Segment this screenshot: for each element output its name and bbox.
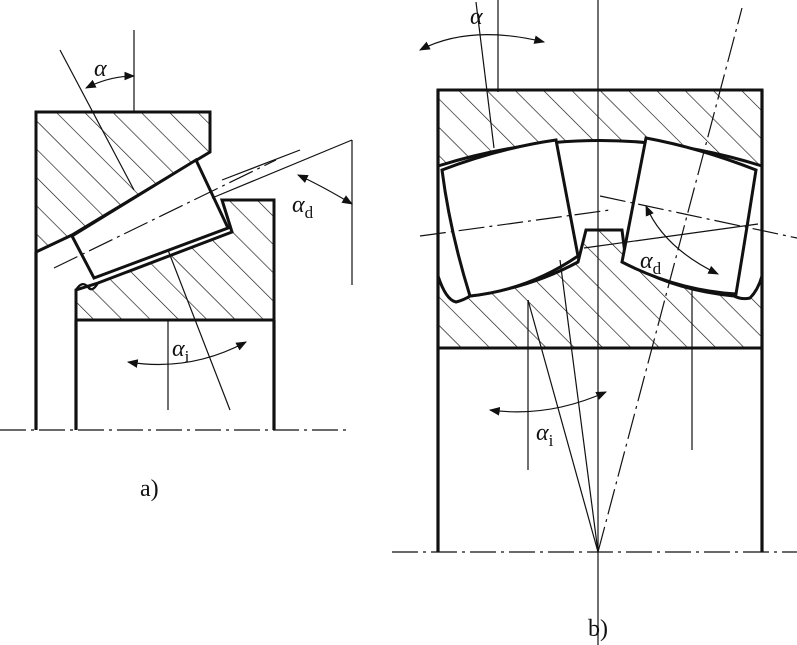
figure-b-alpha-d-arc	[645, 205, 719, 275]
figure-a-inner-ring	[74, 198, 276, 322]
figure-b-spherical-bearing: α αd αi b)	[392, 0, 797, 645]
figure-a-alpha-i-arc	[126, 341, 247, 368]
figure-b-roller-left	[440, 138, 580, 298]
figure-b-label-alpha: α	[470, 4, 483, 30]
figure-b-outer-ring	[436, 88, 764, 169]
figure-a-label-alpha-i: αi	[172, 336, 190, 366]
figure-a-alpha-d-arc	[297, 174, 353, 205]
figure-a-label-alpha-d: αd	[292, 192, 314, 222]
figure-b-label-alpha-i: αi	[536, 420, 554, 450]
figure-a-caption: a)	[140, 476, 159, 502]
figure-a-label-alpha: α	[94, 56, 107, 82]
figure-b-caption: b)	[588, 616, 608, 642]
figure-a-roller	[70, 157, 231, 280]
figure-b-label-alpha-d: αd	[640, 248, 662, 278]
figure-b-alpha-arc	[419, 34, 546, 51]
figure-a-alpha-arc	[85, 71, 136, 89]
figure-b-alpha-i-arc	[488, 391, 607, 416]
figure-a-tapered-bearing: α αd αi a)	[0, 30, 353, 502]
